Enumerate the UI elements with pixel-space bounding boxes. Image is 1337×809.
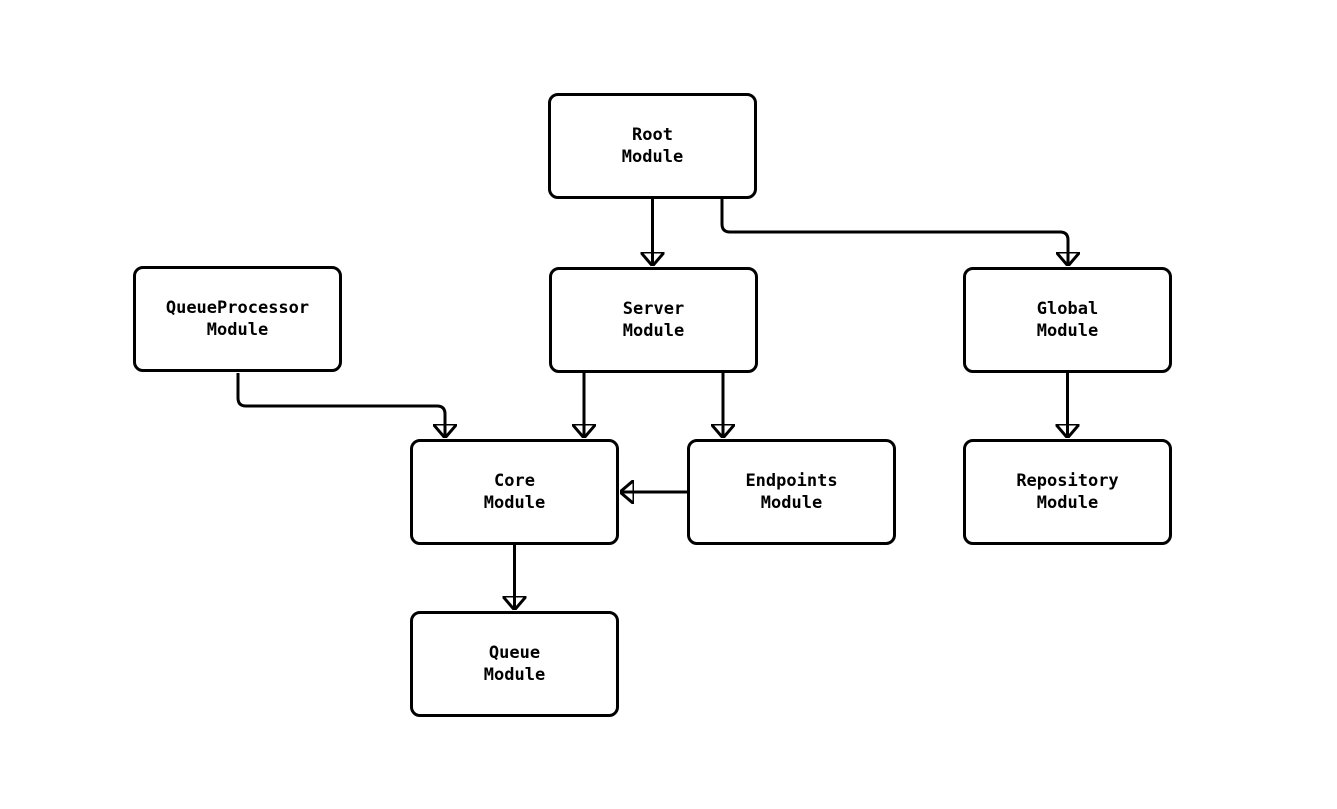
node-core-module-label: Core Module (483, 471, 546, 513)
node-queue-module-label: Queue Module (483, 643, 546, 685)
node-server-module: Server Module (549, 267, 758, 373)
node-global-module: Global Module (963, 267, 1172, 373)
node-server-module-label: Server Module (622, 299, 685, 341)
node-repository-module: Repository Module (963, 439, 1172, 545)
edge-root-to-global (720, 199, 1068, 266)
node-queueprocessor-module-label: QueueProcessor Module (165, 298, 310, 340)
node-endpoints-module: Endpoints Module (687, 439, 896, 545)
node-core-module: Core Module (410, 439, 619, 545)
node-endpoints-module-label: Endpoints Module (745, 471, 838, 513)
node-queueprocessor-module: QueueProcessor Module (133, 266, 342, 372)
edge-queueprocessor-to-core (236, 373, 445, 438)
node-repository-module-label: Repository Module (1016, 471, 1119, 513)
node-root-module: Root Module (548, 93, 757, 199)
node-root-module-label: Root Module (621, 125, 684, 167)
node-queue-module: Queue Module (410, 611, 619, 717)
node-global-module-label: Global Module (1036, 299, 1099, 341)
